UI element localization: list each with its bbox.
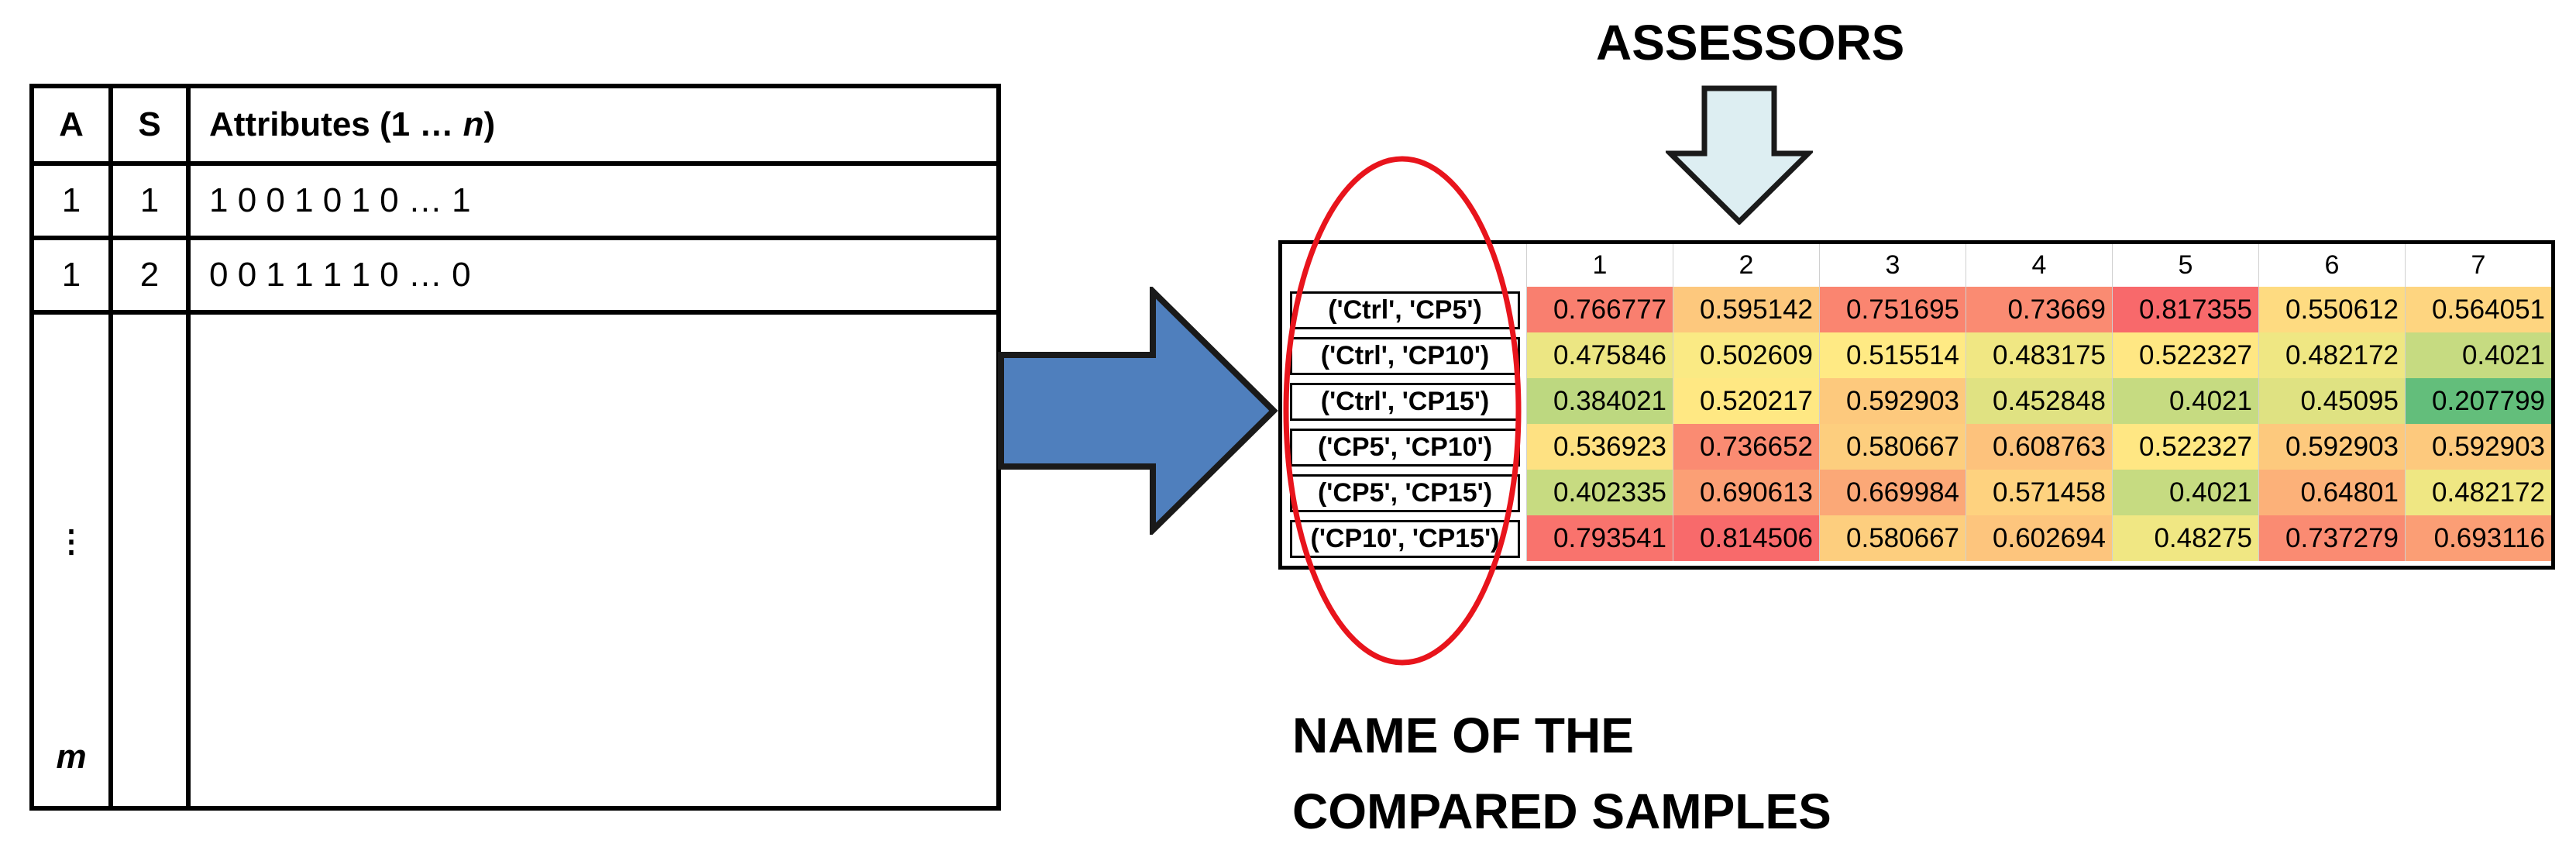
row-label-cell: ('CP10', 'CP15') bbox=[1282, 515, 1526, 561]
assessor-column-header: 1 bbox=[1526, 244, 1673, 287]
header-attributes-n: n bbox=[463, 105, 484, 143]
row1-assessor: 1 bbox=[61, 181, 81, 219]
heatmap-cell: 0.536923 bbox=[1526, 424, 1673, 470]
row-label-cell: ('CP5', 'CP15') bbox=[1282, 470, 1526, 515]
assessor-column-header: 6 bbox=[2258, 244, 2405, 287]
row-label-cell: ('Ctrl', 'CP15') bbox=[1282, 378, 1526, 424]
row1-attributes: 1 0 0 1 0 1 0 … 1 bbox=[209, 181, 471, 219]
heatmap-cell: 0.4021 bbox=[2112, 378, 2258, 424]
heatmap-cell: 0.564051 bbox=[2405, 287, 2551, 332]
heatmap-cell: 0.592903 bbox=[2258, 424, 2405, 470]
transform-arrow-icon bbox=[998, 287, 1278, 535]
heatmap-cell: 0.483175 bbox=[1966, 332, 2112, 378]
heatmap-cell: 0.736652 bbox=[1673, 424, 1819, 470]
heatmap-cell: 0.817355 bbox=[2112, 287, 2258, 332]
header-attributes-text: Attributes (1 … bbox=[209, 105, 463, 143]
heatmap-cell: 0.482172 bbox=[2258, 332, 2405, 378]
header-assessor: A bbox=[59, 105, 84, 143]
row-divider bbox=[34, 236, 996, 240]
assessor-column-header: 2 bbox=[1673, 244, 1819, 287]
highlight-ellipse bbox=[1283, 156, 1522, 666]
row-divider bbox=[34, 310, 996, 315]
assessors-label: ASSESSORS bbox=[1596, 15, 1905, 71]
sample-pair-label: ('Ctrl', 'CP5') bbox=[1290, 291, 1520, 329]
heatmap-cell: 0.693116 bbox=[2405, 515, 2551, 561]
heatmap-cell: 0.592903 bbox=[2405, 424, 2551, 470]
assessor-column-header: 7 bbox=[2405, 244, 2551, 287]
heatmap-cell: 0.793541 bbox=[1526, 515, 1673, 561]
heatmap-cell: 0.475846 bbox=[1526, 332, 1673, 378]
heatmap-cell: 0.207799 bbox=[2405, 378, 2551, 424]
heatmap-cell: 0.45095 bbox=[2258, 378, 2405, 424]
heatmap-cell: 0.384021 bbox=[1526, 378, 1673, 424]
heatmap-cell: 0.520217 bbox=[1673, 378, 1819, 424]
heatmap-header-row: 1 2 3 4 5 6 7 bbox=[1282, 244, 2551, 287]
heatmap-cell: 0.4021 bbox=[2112, 470, 2258, 515]
heatmap-cell: 0.482172 bbox=[2405, 470, 2551, 515]
heatmap-cell: 0.580667 bbox=[1819, 515, 1966, 561]
header-attributes: Attributes (1 … n) bbox=[209, 88, 495, 161]
heatmap-cell: 0.402335 bbox=[1526, 470, 1673, 515]
last-assessor-m: m bbox=[56, 738, 87, 776]
heatmap-cell: 0.73669 bbox=[1966, 287, 2112, 332]
column-divider bbox=[186, 88, 191, 806]
heatmap-cell: 0.502609 bbox=[1673, 332, 1819, 378]
row2-sample: 2 bbox=[139, 256, 160, 294]
row-label-cell: ('Ctrl', 'CP10') bbox=[1282, 332, 1526, 378]
heatmap-cell: 0.515514 bbox=[1819, 332, 1966, 378]
heatmap-cell: 0.814506 bbox=[1673, 515, 1819, 561]
heatmap-cell: 0.64801 bbox=[2258, 470, 2405, 515]
heatmap-cell: 0.737279 bbox=[2258, 515, 2405, 561]
heatmap-cell: 0.592903 bbox=[1819, 378, 1966, 424]
heatmap-cell: 0.690613 bbox=[1673, 470, 1819, 515]
heatmap-cell: 0.452848 bbox=[1966, 378, 2112, 424]
vertical-ellipsis: ⋮ bbox=[56, 525, 87, 559]
heatmap-cell: 0.522327 bbox=[2112, 332, 2258, 378]
row2-assessor: 1 bbox=[61, 256, 81, 294]
assessor-column-header: 5 bbox=[2112, 244, 2258, 287]
assessor-column-header: 3 bbox=[1819, 244, 1966, 287]
column-divider bbox=[108, 88, 113, 806]
heatmap-cell: 0.595142 bbox=[1673, 287, 1819, 332]
sample-pair-label: ('Ctrl', 'CP15') bbox=[1290, 383, 1520, 421]
assessor-column-header: 4 bbox=[1966, 244, 2112, 287]
down-arrow-icon bbox=[1666, 85, 1813, 225]
heatmap-cell: 0.669984 bbox=[1819, 470, 1966, 515]
header-attributes-close: ) bbox=[483, 105, 496, 143]
header-sample: S bbox=[138, 105, 161, 143]
heatmap-cell: 0.766777 bbox=[1526, 287, 1673, 332]
heatmap-cell: 0.571458 bbox=[1966, 470, 2112, 515]
heatmap-cell: 0.550612 bbox=[2258, 287, 2405, 332]
caption-line-1: NAME OF THE bbox=[1292, 708, 1634, 763]
heatmap-cell: 0.608763 bbox=[1966, 424, 2112, 470]
heatmap-cell: 0.48275 bbox=[2112, 515, 2258, 561]
heatmap-cell: 0.580667 bbox=[1819, 424, 1966, 470]
sample-pair-label: ('CP10', 'CP15') bbox=[1290, 520, 1520, 558]
heatmap-cell: 0.4021 bbox=[2405, 332, 2551, 378]
caption-line-2: COMPARED SAMPLES bbox=[1292, 783, 1831, 839]
sample-pair-label: ('Ctrl', 'CP10') bbox=[1290, 337, 1520, 375]
data-matrix-table: A S Attributes (1 … n) 1 1 1 0 0 1 0 1 0… bbox=[29, 84, 1001, 811]
row-divider bbox=[34, 161, 996, 166]
compared-samples-caption: NAME OF THE COMPARED SAMPLES bbox=[1292, 697, 1831, 849]
row1-sample: 1 bbox=[139, 181, 160, 219]
heatmap-cell: 0.522327 bbox=[2112, 424, 2258, 470]
row-label-cell: ('Ctrl', 'CP5') bbox=[1282, 287, 1526, 332]
heatmap-cell: 0.751695 bbox=[1819, 287, 1966, 332]
row2-attributes: 0 0 1 1 1 1 0 … 0 bbox=[209, 256, 471, 294]
sample-pair-label: ('CP5', 'CP15') bbox=[1290, 474, 1520, 512]
heatmap-cell: 0.602694 bbox=[1966, 515, 2112, 561]
